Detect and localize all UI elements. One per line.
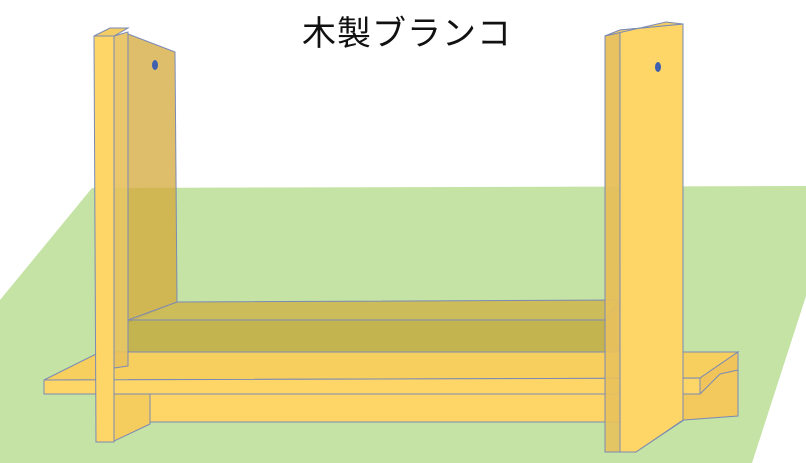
base-board-front (43, 377, 701, 395)
left-post-front (93, 35, 115, 443)
diagram-title: 木製ブランコ (0, 6, 806, 55)
right-post-inner (604, 29, 621, 453)
diagram-title-text: 木製ブランコ (302, 14, 512, 54)
lower-beam (147, 393, 621, 423)
back-left-panel (127, 33, 178, 323)
right-post-top (604, 21, 684, 37)
seat-top (127, 299, 622, 321)
left-post-edge (113, 31, 129, 369)
bolt-hole-icon (152, 60, 158, 70)
left-post-top (93, 27, 130, 37)
bolt-hole-icon (655, 62, 661, 72)
right-post-front (619, 23, 684, 453)
